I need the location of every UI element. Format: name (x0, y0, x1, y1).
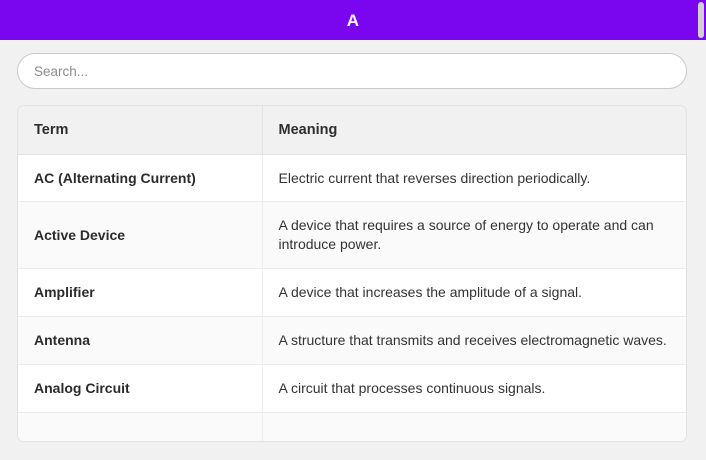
app-header-bar: A (0, 0, 706, 40)
glossary-table: Term Meaning AC (Alternating Current) El… (18, 106, 686, 441)
cell-term: Amplifier (18, 268, 263, 318)
table-body: AC (Alternating Current) Electric curren… (18, 154, 686, 441)
table-row[interactable]: Analog Circuit A circuit that processes … (18, 364, 686, 413)
content-area: Term Meaning AC (Alternating Current) El… (0, 40, 694, 460)
table-row[interactable]: Active Device A device that requires a s… (18, 201, 686, 270)
cell-meaning: A circuit that processes continuous sign… (262, 364, 686, 413)
table-row-partial[interactable] (18, 412, 686, 441)
scrollbar-thumb[interactable] (698, 2, 704, 38)
cell-term (18, 412, 263, 441)
page-title: A (346, 10, 360, 30)
table-row[interactable]: AC (Alternating Current) Electric curren… (18, 154, 686, 203)
cell-meaning: A device that requires a source of energ… (262, 201, 686, 270)
page-scrollbar[interactable] (694, 0, 706, 460)
table-header-row: Term Meaning (18, 106, 686, 155)
cell-term: Analog Circuit (18, 364, 263, 413)
search-container (17, 53, 687, 89)
table-header: Term Meaning (18, 106, 686, 155)
cell-meaning: A device that increases the amplitude of… (262, 268, 686, 318)
column-header-meaning[interactable]: Meaning (262, 106, 686, 155)
cell-term: AC (Alternating Current) (18, 154, 263, 203)
cell-meaning: A structure that transmits and receives … (262, 316, 686, 365)
cell-meaning (262, 412, 686, 441)
cell-term: Antenna (18, 316, 263, 365)
table-row[interactable]: Antenna A structure that transmits and r… (18, 316, 686, 365)
table-row[interactable]: Amplifier A device that increases the am… (18, 268, 686, 318)
column-header-term[interactable]: Term (18, 106, 263, 155)
glossary-table-container: Term Meaning AC (Alternating Current) El… (17, 105, 687, 442)
search-input[interactable] (17, 53, 687, 89)
cell-term: Active Device (18, 201, 263, 270)
cell-meaning: Electric current that reverses direction… (262, 154, 686, 203)
